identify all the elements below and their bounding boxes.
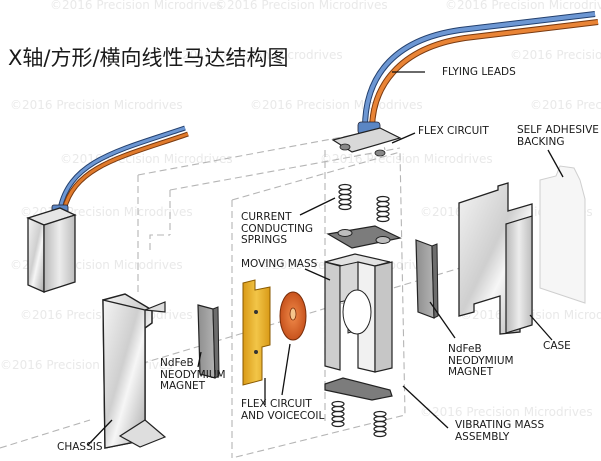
label-current-conducting-springs: CURRENT CONDUCTING SPRINGS xyxy=(241,211,314,246)
leader-lines xyxy=(87,71,564,446)
magnet-left xyxy=(197,304,220,379)
spring-top-left xyxy=(338,183,352,211)
label-magnet-left: NdFeB NEODYMIUM MAGNET xyxy=(160,357,226,392)
watermark: ©2016 Precision Microdrives xyxy=(215,0,388,12)
watermark: ©2016 Precision Microdrives xyxy=(445,0,601,12)
watermark: ©2016 Precision Microdrives xyxy=(50,0,223,12)
chassis xyxy=(102,293,167,449)
self-adhesive-backing xyxy=(539,165,586,304)
label-self-adhesive-backing: SELF ADHESIVE BACKING xyxy=(517,124,599,148)
watermark: ©2016 Precision Microdrives xyxy=(510,48,601,62)
spring-bottom-left xyxy=(331,400,345,428)
label-case: CASE xyxy=(543,340,571,352)
springs xyxy=(331,183,390,438)
watermark: ©2016 Precision Microdrives xyxy=(530,98,601,112)
watermark: ©2016 Precision Microdrives xyxy=(10,98,183,112)
spring-bottom-right xyxy=(373,410,387,438)
label-flex-circuit-voicecoil: FLEX CIRCUIT AND VOICECOIL xyxy=(241,398,325,422)
watermark: ©2016 Precision Microdrives xyxy=(420,405,593,419)
label-moving-mass: MOVING MASS xyxy=(241,258,318,270)
watermark: ©2016 Precision Microdrives xyxy=(250,98,423,112)
label-chassis: CHASSIS xyxy=(57,441,103,453)
watermark: ©2016 Precision Microdrives xyxy=(170,48,343,62)
label-magnet-right: NdFeB NEODYMIUM MAGNET xyxy=(448,343,514,378)
moving-mass xyxy=(324,253,393,373)
case xyxy=(458,182,533,335)
magnet-right xyxy=(415,239,439,319)
diagram-title: X轴/方形/横向线性马达结构图 xyxy=(8,46,289,70)
flex-circuit-top xyxy=(331,127,402,157)
label-vibrating-mass-assembly: VIBRATING MASS ASSEMBLY xyxy=(455,419,545,443)
label-flex-circuit: FLEX CIRCUIT xyxy=(418,125,489,137)
flying-leads xyxy=(357,11,599,135)
flex-circuit-voicecoil xyxy=(242,279,307,386)
spring-contact-plate-bottom xyxy=(324,377,393,401)
label-flying-leads: FLYING LEADS xyxy=(442,66,516,78)
spring-contact-plate-top xyxy=(326,225,402,249)
spring-top-right xyxy=(376,195,390,223)
assembled-motor-unit xyxy=(26,125,189,293)
